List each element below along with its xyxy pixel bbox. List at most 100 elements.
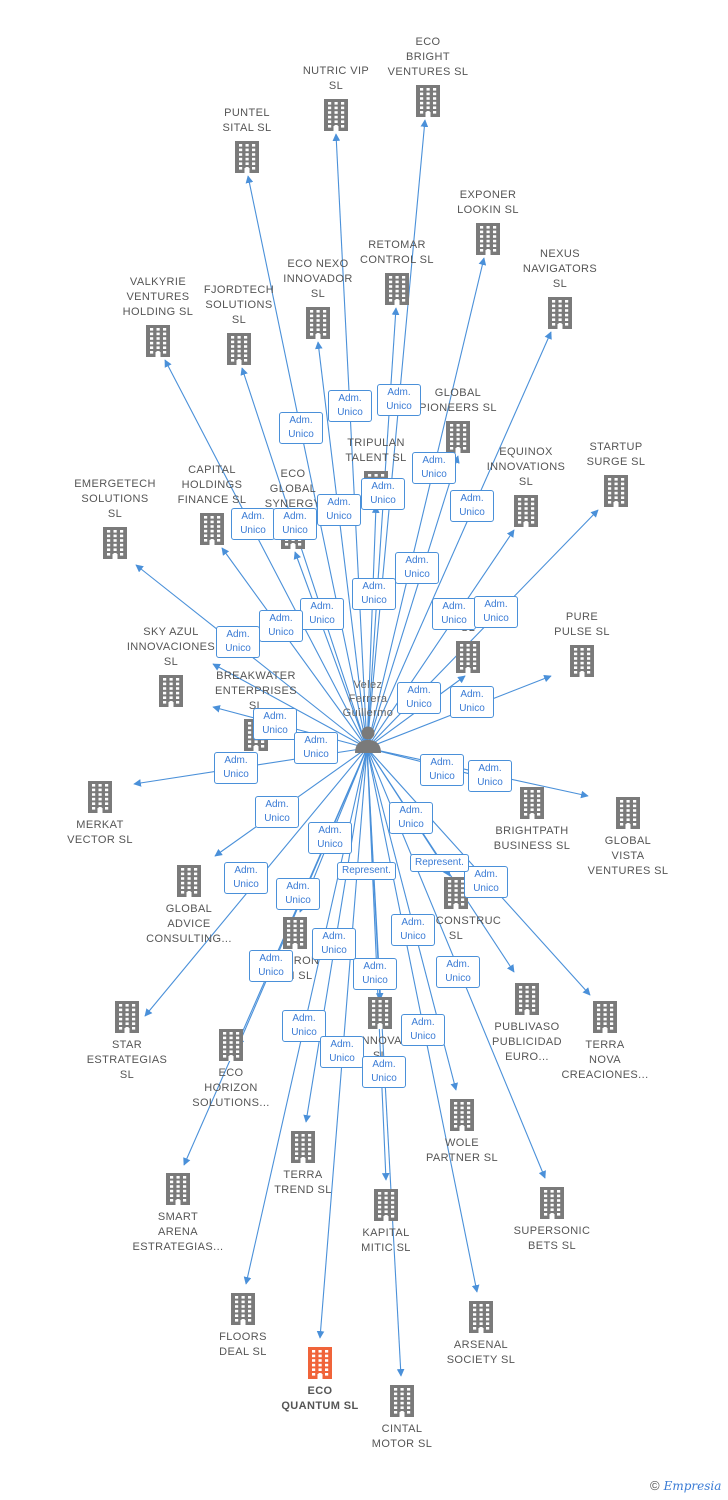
company-node-exponer[interactable]: EXPONER LOOKIN SL bbox=[423, 188, 553, 256]
edge-nutric bbox=[332, 133, 368, 749]
adm-unico-badge[interactable]: Adm. Unico bbox=[320, 1036, 364, 1068]
adm-unico-badge[interactable]: Adm. Unico bbox=[328, 390, 372, 422]
building-icon bbox=[374, 1189, 398, 1221]
adm-unico-badge[interactable]: Adm. Unico bbox=[377, 384, 421, 416]
adm-unico-badge[interactable]: Adm. Unico bbox=[464, 866, 508, 898]
edge-nexus bbox=[366, 331, 552, 749]
adm-unico-badge[interactable]: Adm. Unico bbox=[436, 956, 480, 988]
adm-unico-badge[interactable]: Adm. Unico bbox=[362, 1056, 406, 1088]
company-node-ecoquantum[interactable]: ECO QUANTUM SL bbox=[255, 1346, 385, 1414]
company-node-globaladvice[interactable]: GLOBAL ADVICE CONSULTING... bbox=[124, 864, 254, 947]
adm-unico-badge[interactable]: Adm. Unico bbox=[300, 598, 344, 630]
company-node-emergetech[interactable]: EMERGETECH SOLUTIONS SL bbox=[50, 477, 180, 560]
adm-unico-badge[interactable]: Adm. Unico bbox=[276, 878, 320, 910]
company-node-globalpioneers[interactable]: GLOBAL PIONEERS SL bbox=[393, 386, 523, 454]
adm-unico-badge[interactable]: Adm. Unico bbox=[395, 552, 439, 584]
company-node-retomar[interactable]: RETOMAR CONTROL SL bbox=[332, 238, 462, 306]
company-node-equinox[interactable]: EQUINOX INNOVATIONS SL bbox=[461, 445, 591, 528]
company-node-terranova[interactable]: TERRA NOVA CREACIONES... bbox=[540, 1000, 670, 1083]
company-node-nutric[interactable]: NUTRIC VIP SL bbox=[271, 64, 401, 132]
adm-unico-badge[interactable]: Adm. Unico bbox=[420, 754, 464, 786]
adm-unico-badge[interactable]: Adm. Unico bbox=[412, 452, 456, 484]
company-node-terratrend[interactable]: TERRA TREND SL bbox=[238, 1130, 368, 1198]
company-node-valkyrie[interactable]: VALKYRIE VENTURES HOLDING SL bbox=[93, 275, 223, 358]
company-label: CAPITAL HOLDINGS FINANCE SL bbox=[177, 464, 247, 506]
company-node-skyazul[interactable]: SKY AZUL INNOVACIONES SL bbox=[106, 625, 236, 708]
adm-unico-badge[interactable]: Adm. Unico bbox=[216, 626, 260, 658]
adm-unico-badge[interactable]: Adm. Unico bbox=[432, 598, 476, 630]
edge-skyazul bbox=[212, 663, 368, 749]
company-label: ECO HORIZON SOLUTIONS... bbox=[192, 1067, 270, 1109]
building-icon bbox=[514, 495, 538, 527]
company-node-nexus[interactable]: NEXUS NAVIGATORS SL bbox=[495, 247, 625, 330]
adm-unico-badge[interactable]: Adm. Unico bbox=[253, 708, 297, 740]
company-node-econexo[interactable]: ECO NEXO INNOVADOR SL bbox=[253, 257, 383, 340]
building-icon bbox=[570, 645, 594, 677]
adm-unico-badge[interactable]: Adm. Unico bbox=[312, 928, 356, 960]
adm-unico-badge[interactable]: Adm. Unico bbox=[317, 494, 361, 526]
company-node-publivaso[interactable]: PUBLIVASO PUBLICIDAD EURO... bbox=[462, 982, 592, 1065]
center-person[interactable]: Velez Ferrera Guillermo bbox=[320, 678, 416, 754]
adm-unico-badge[interactable]: Adm. Unico bbox=[391, 914, 435, 946]
building-icon bbox=[308, 1347, 332, 1379]
building-icon bbox=[306, 307, 330, 339]
adm-unico-badge[interactable]: Adm. Unico bbox=[474, 596, 518, 628]
adm-unico-badge[interactable]: Adm. Unico bbox=[352, 578, 396, 610]
adm-unico-badge[interactable]: Adm. Unico bbox=[259, 610, 303, 642]
company-node-star[interactable]: STAR ESTRATEGIAS SL bbox=[62, 1000, 192, 1083]
company-node-pure[interactable]: PURE PULSE SL bbox=[517, 610, 647, 678]
building-icon bbox=[604, 475, 628, 507]
adm-unico-badge[interactable]: Adm. Unico bbox=[450, 490, 494, 522]
represent-badge[interactable]: Represent. bbox=[337, 862, 396, 880]
company-node-supersonic[interactable]: SUPERSONIC BETS SL bbox=[487, 1186, 617, 1254]
adm-unico-badge[interactable]: Adm. Unico bbox=[273, 508, 317, 540]
company-node-brightpath[interactable]: BRIGHTPATH BUSINESS SL bbox=[467, 786, 597, 854]
adm-unico-badge[interactable]: Adm. Unico bbox=[231, 508, 275, 540]
person-icon bbox=[355, 726, 381, 753]
company-node-ecobright[interactable]: ECO BRIGHT VENTURES SL bbox=[363, 35, 493, 118]
company-node-cintal[interactable]: CINTAL MOTOR SL bbox=[337, 1384, 467, 1452]
edge-econexo bbox=[315, 341, 368, 749]
company-node-startup[interactable]: STARTUP SURGE SL bbox=[551, 440, 681, 508]
adm-unico-badge[interactable]: Adm. Unico bbox=[468, 760, 512, 792]
adm-unico-badge[interactable]: Adm. Unico bbox=[450, 686, 494, 718]
adm-unico-badge[interactable]: Adm. Unico bbox=[282, 1010, 326, 1042]
building-icon bbox=[159, 675, 183, 707]
adm-unico-badge[interactable]: Adm. Unico bbox=[397, 682, 441, 714]
building-icon bbox=[593, 1001, 617, 1033]
adm-unico-badge[interactable]: Adm. Unico bbox=[224, 862, 268, 894]
building-icon bbox=[616, 797, 640, 829]
building-icon bbox=[540, 1187, 564, 1219]
adm-unico-badge[interactable]: Adm. Unico bbox=[279, 412, 323, 444]
company-node-capital[interactable]: CAPITAL HOLDINGS FINANCE SL bbox=[147, 463, 277, 546]
company-node-arsenal[interactable]: ARSENAL SOCIETY SL bbox=[416, 1300, 546, 1368]
adm-unico-badge[interactable]: Adm. Unico bbox=[294, 732, 338, 764]
company-node-fjordtech[interactable]: FJORDTECH SOLUTIONS SL bbox=[174, 283, 304, 366]
adm-unico-badge[interactable]: Adm. Unico bbox=[401, 1014, 445, 1046]
company-node-puntel[interactable]: PUNTEL SITAL SL bbox=[182, 106, 312, 174]
edge-puntel bbox=[245, 175, 368, 749]
company-node-ecohorizon[interactable]: ECO HORIZON SOLUTIONS... bbox=[166, 1028, 296, 1111]
adm-unico-badge[interactable]: Adm. Unico bbox=[308, 822, 352, 854]
company-node-smart[interactable]: SMART ARENA ESTRATEGIAS... bbox=[113, 1172, 243, 1255]
company-label: STARTUP SURGE SL bbox=[586, 441, 646, 468]
company-label: EXPONER LOOKIN SL bbox=[457, 189, 519, 216]
company-node-wole[interactable]: WOLE PARTNER SL bbox=[397, 1098, 527, 1166]
adm-unico-badge[interactable]: Adm. Unico bbox=[214, 752, 258, 784]
adm-unico-badge[interactable]: Adm. Unico bbox=[255, 796, 299, 828]
represent-badge[interactable]: Represent. bbox=[410, 854, 469, 872]
company-label: FLOORS DEAL SL bbox=[219, 1331, 267, 1358]
adm-unico-badge[interactable]: Adm. Unico bbox=[249, 950, 293, 982]
company-node-kapital[interactable]: KAPITAL MITIC SL bbox=[321, 1188, 451, 1256]
company-node-merkat[interactable]: MERKAT VECTOR SL bbox=[35, 780, 165, 848]
footer-brand[interactable]: ©Empresia bbox=[650, 1478, 721, 1493]
company-node-floors[interactable]: FLOORS DEAL SL bbox=[178, 1292, 308, 1360]
adm-unico-badge[interactable]: Adm. Unico bbox=[389, 802, 433, 834]
building-icon bbox=[200, 513, 224, 545]
adm-unico-badge[interactable]: Adm. Unico bbox=[361, 478, 405, 510]
adm-unico-badge[interactable]: Adm. Unico bbox=[353, 958, 397, 990]
brand-logo: Empresia bbox=[663, 1479, 722, 1493]
building-icon bbox=[456, 641, 480, 673]
company-label: PURE PULSE SL bbox=[554, 611, 610, 638]
company-node-globalvista[interactable]: GLOBAL VISTA VENTURES SL bbox=[563, 796, 693, 879]
